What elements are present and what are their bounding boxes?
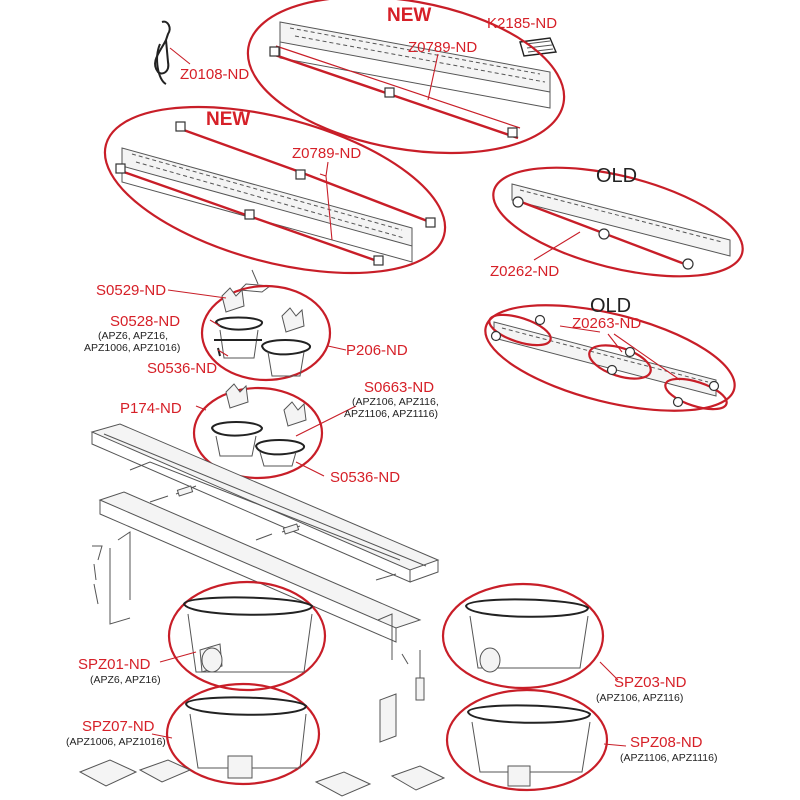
label-spz08-sub: (APZ1106, APZ1116) — [620, 752, 717, 764]
hook-part — [154, 20, 171, 85]
rod-top-new-2 — [275, 45, 521, 129]
ring-new-mid — [103, 105, 447, 275]
channel-old-2 — [493, 321, 717, 397]
label-new-top: NEW — [387, 5, 431, 26]
leader-spz08 — [603, 743, 627, 747]
clip-old2-4 — [624, 346, 636, 358]
siphon-parts-p174 — [210, 383, 307, 467]
clip-mid-6 — [373, 255, 384, 266]
leader-s0536-b — [295, 461, 325, 477]
clip-top-2 — [384, 87, 395, 98]
label-k2185: K2185-ND — [487, 15, 557, 32]
label-spz07-sub: (APZ1006, APZ1016) — [66, 736, 166, 748]
label-s0536-b: S0536-ND — [330, 469, 400, 486]
clip-mid-3 — [425, 217, 436, 228]
leader-spz03 — [599, 661, 619, 681]
leader-spz07 — [151, 733, 173, 739]
clip-top-3 — [507, 127, 518, 138]
ring-old2-mid — [588, 344, 652, 380]
leader-z0789-mid — [319, 161, 333, 241]
label-s0528: S0528-ND — [110, 313, 180, 330]
label-p174: P174-ND — [120, 400, 182, 417]
clip-mid-4 — [115, 163, 126, 174]
ring-old-1 — [492, 166, 744, 278]
label-s0663: S0663-ND — [364, 379, 434, 396]
label-s0529: S0529-ND — [96, 282, 166, 299]
clip-mid-1 — [175, 121, 186, 132]
label-s0528-sub1: (APZ6, APZ16, — [98, 330, 168, 342]
ring-new-top — [246, 0, 566, 155]
clip-old2-3 — [606, 364, 618, 376]
leader-z0108 — [169, 47, 191, 65]
ring-p206 — [200, 284, 332, 382]
leader-s0663 — [295, 405, 357, 437]
clip-old2-1 — [490, 330, 502, 342]
ring-spz07 — [165, 682, 321, 786]
label-p206: P206-ND — [346, 342, 408, 359]
channel-old-1 — [511, 183, 731, 257]
clip-old2-6 — [708, 380, 720, 392]
label-z0262: Z0262-ND — [490, 263, 559, 280]
leader-s0528 — [209, 319, 221, 327]
label-s0528-sub2: APZ1006, APZ1016) — [84, 342, 180, 354]
clip-old2-5 — [672, 396, 684, 408]
ring-old2-right — [664, 377, 728, 411]
label-z0108: Z0108-ND — [180, 66, 249, 83]
label-spz01: SPZ01-ND — [78, 656, 151, 673]
siphon-spz01 — [182, 596, 314, 673]
rod-top-new — [271, 52, 519, 140]
clip-old1-1 — [512, 196, 524, 208]
label-spz03: SPZ03-ND — [614, 674, 687, 691]
label-spz01-sub: (APZ6, APZ16) — [90, 674, 161, 686]
leader-z0263 — [559, 325, 681, 381]
label-s0663-sub1: (APZ106, APZ116, — [352, 396, 439, 408]
clip-old1-3 — [682, 258, 694, 270]
clip-mid-2 — [295, 169, 306, 180]
siphon-parts-p206 — [214, 287, 311, 377]
main-drain-channel — [90, 423, 440, 660]
clip-old1-2 — [598, 228, 610, 240]
leader-s0529 — [167, 289, 227, 299]
label-old-mid: OLD — [590, 295, 631, 317]
clip-top-1 — [269, 46, 280, 57]
leader-z0789-top — [427, 53, 439, 101]
ring-spz01 — [167, 580, 327, 692]
ring-old2-left — [488, 313, 552, 347]
label-old-top: OLD — [596, 165, 637, 187]
screws-and-anchors — [92, 485, 425, 743]
ring-p174 — [192, 386, 324, 480]
leader-p174 — [195, 405, 207, 411]
siphon-spz08 — [466, 704, 592, 787]
label-z0789-mid: Z0789-ND — [292, 145, 361, 162]
ring-spz03 — [441, 582, 605, 690]
label-spz03-sub: (APZ106, APZ116) — [596, 692, 683, 704]
leveling-feet — [78, 759, 446, 797]
label-z0789-top: Z0789-ND — [408, 39, 477, 56]
clip-old2-2 — [534, 314, 546, 326]
ring-spz08 — [445, 688, 609, 792]
siphon-spz07 — [184, 696, 308, 779]
label-s0663-sub2: APZ1106, APZ1116) — [344, 408, 438, 420]
leader-s0536-a — [217, 349, 229, 357]
label-s0536-a: S0536-ND — [147, 360, 217, 377]
ring-old-2 — [484, 304, 736, 412]
siphon-spz03 — [464, 598, 590, 673]
channel-mid-new — [121, 147, 413, 263]
label-spz07: SPZ07-ND — [82, 718, 155, 735]
label-new-mid: NEW — [206, 109, 250, 130]
leader-p206 — [327, 345, 347, 351]
label-spz08: SPZ08-ND — [630, 734, 703, 751]
clip-mid-5 — [244, 209, 255, 220]
leader-z0262 — [533, 231, 581, 261]
label-z0263: Z0263-ND — [572, 315, 641, 332]
leader-spz01 — [159, 651, 197, 663]
channel-top-new — [279, 21, 551, 109]
